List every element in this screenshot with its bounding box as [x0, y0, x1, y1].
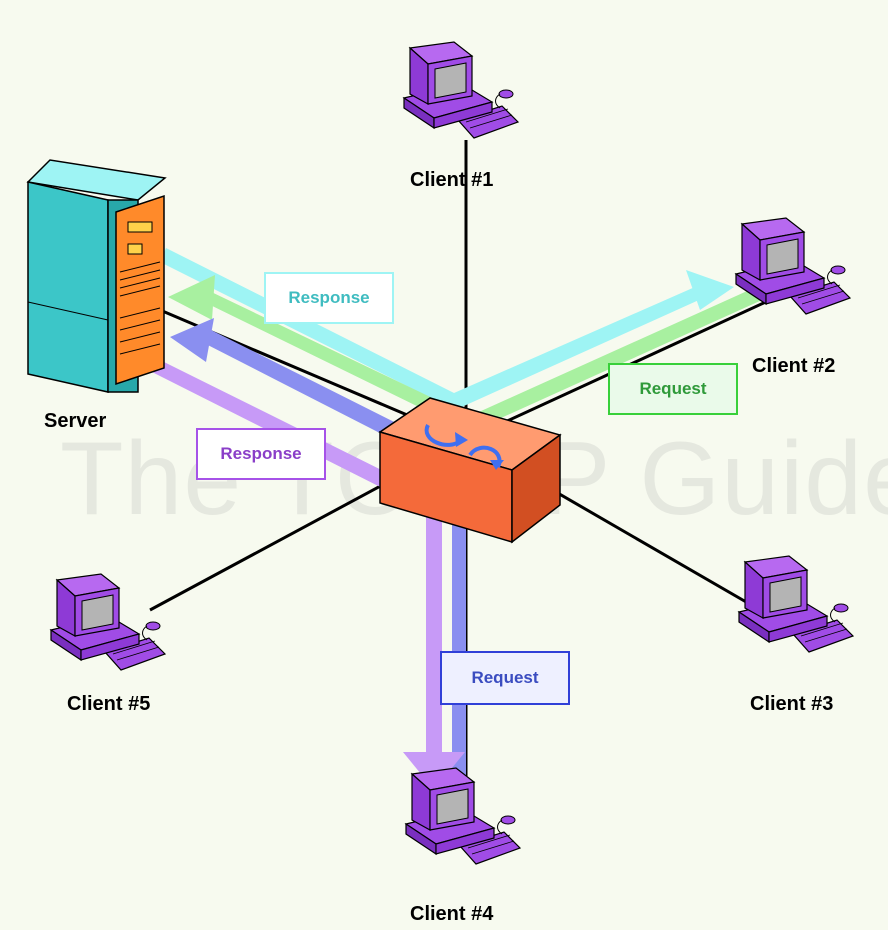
switch-icon: [378, 397, 562, 544]
response-label-cyan: Response: [264, 272, 394, 324]
client4-label: Client #4: [410, 903, 494, 925]
client2-label: Client #2: [752, 355, 836, 377]
request-label-green: Request: [608, 363, 738, 415]
client3-label: Client #3: [750, 693, 834, 715]
client1-label: Client #1: [410, 169, 494, 191]
server-icon: [26, 159, 167, 393]
computer-icon-client1: [403, 41, 519, 139]
computer-icon-client4: [405, 767, 521, 865]
client5-label: Client #5: [67, 693, 151, 715]
response-label-purple: Response: [196, 428, 326, 480]
computer-icon-client3: [738, 555, 854, 653]
computer-icon-client5: [50, 573, 166, 671]
arrow-response-cyan: [160, 248, 734, 410]
arrow-request-green: [168, 275, 762, 432]
server-label: Server: [44, 410, 107, 432]
request-label-blue: Request: [440, 651, 570, 705]
